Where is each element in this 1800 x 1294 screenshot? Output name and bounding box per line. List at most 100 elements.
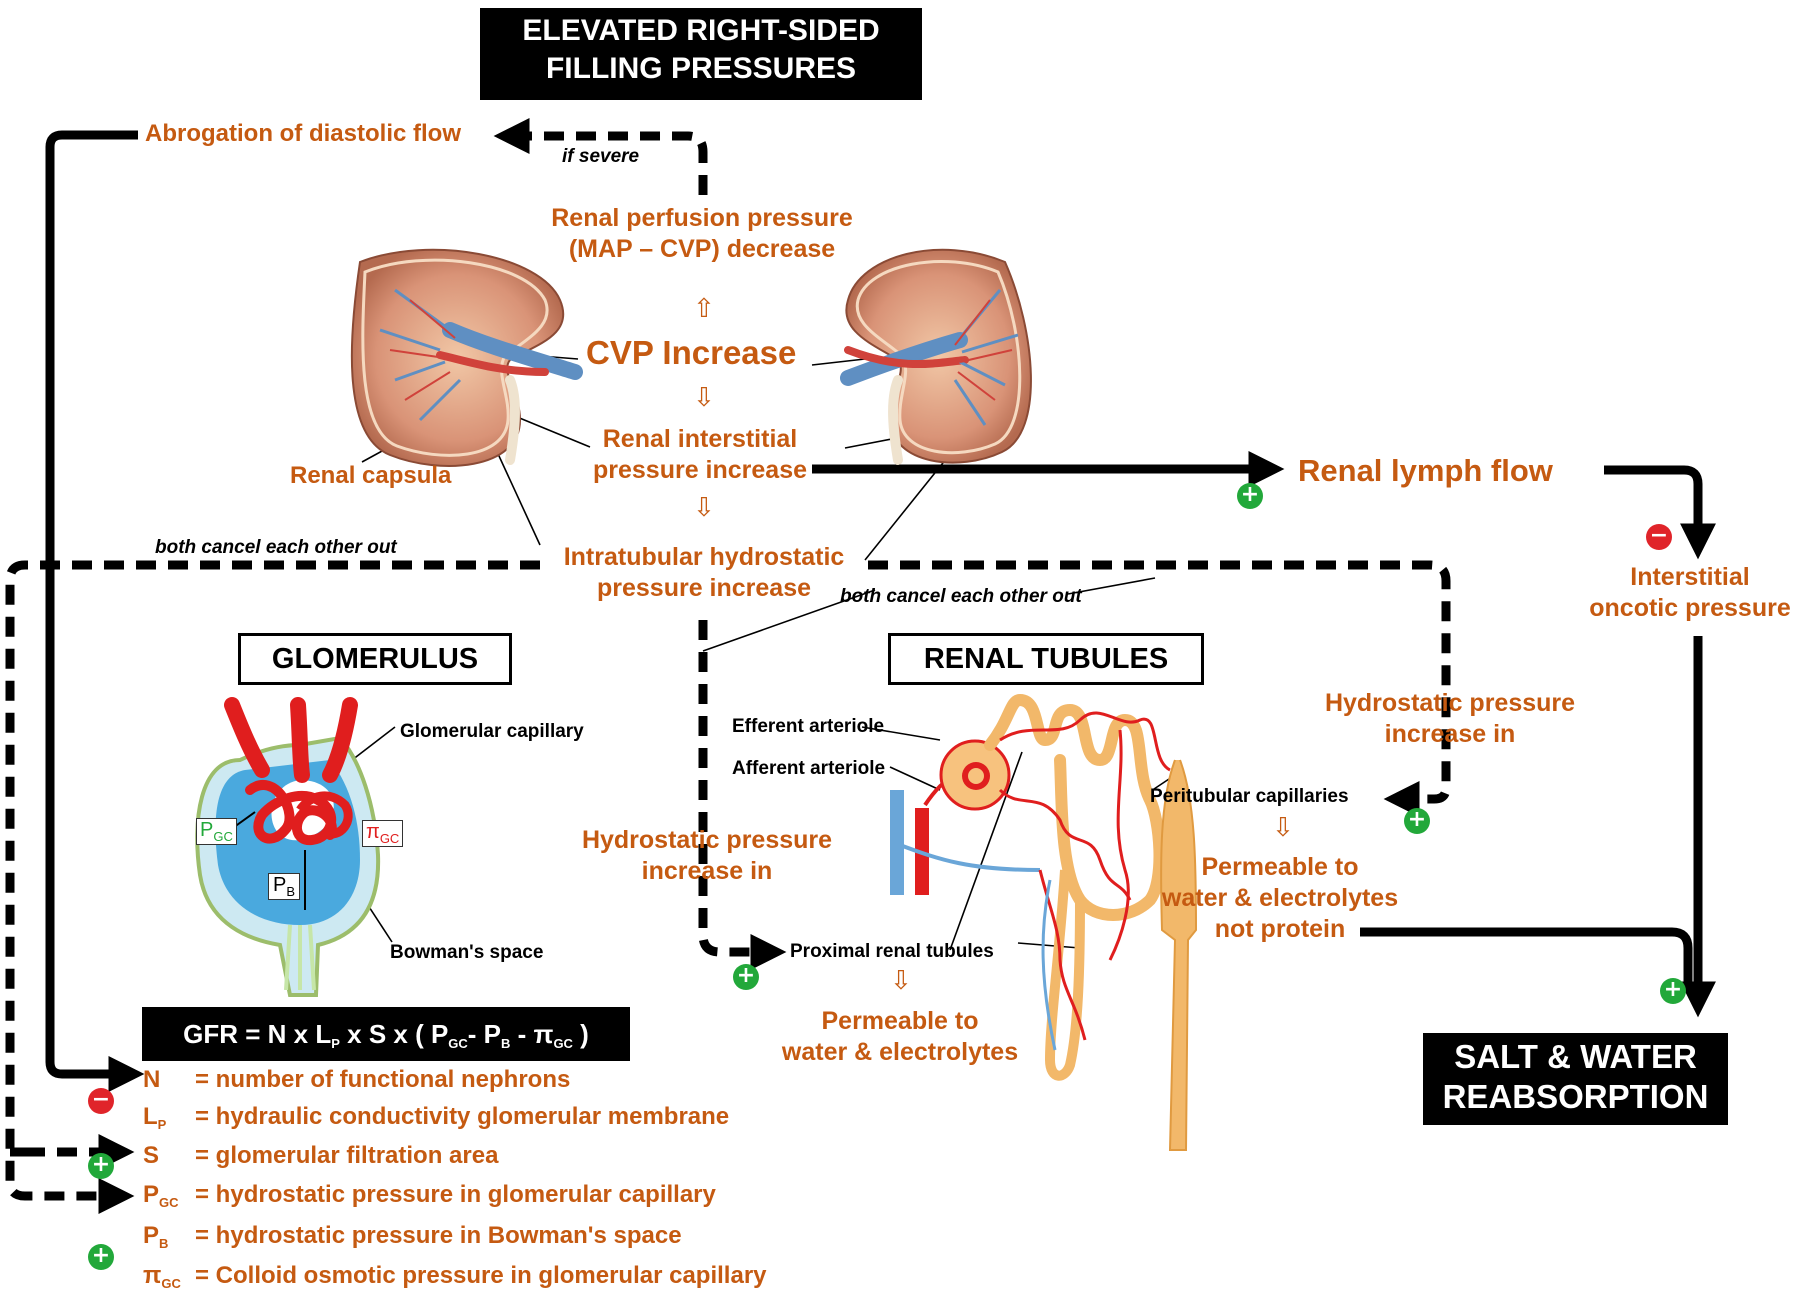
arrow-abrogation-to-n	[45, 130, 145, 1092]
salt-line2: REABSORPTION	[1442, 1078, 1709, 1115]
hydro-right-line1: Hydrostatic pressure	[1324, 689, 1576, 717]
label-p-gc: PGC	[196, 818, 237, 845]
glomerulus-title: GLOMERULUS	[271, 643, 479, 675]
perm-protein-line3: not protein	[1214, 915, 1346, 943]
node-renal-lymph-flow: Renal lymph flow	[1298, 453, 1553, 488]
gfr-part4: - π	[510, 1019, 554, 1049]
node-permeable-water: Permeable to water & electrolytes	[765, 1006, 1035, 1068]
node-intratubular-pressure: Intratubular hydrostatic pressure increa…	[545, 542, 863, 604]
hollow-down-arrow-icon: ⇩	[693, 493, 715, 523]
legend-row-n: N = number of functional nephrons	[143, 1066, 570, 1095]
label-if-severe: if severe	[562, 146, 640, 167]
label-afferent-arteriole: Afferent arteriole	[732, 758, 886, 779]
hydro-mid-line2: increase in	[641, 857, 773, 885]
gfr-sub3: B	[501, 1036, 511, 1051]
legend-def: = glomerular filtration area	[195, 1142, 499, 1169]
label-peritubular-capillaries: Peritubular capillaries	[1150, 786, 1349, 807]
legend-row-pb: PB = hydrostatic pressure in Bowman's spa…	[143, 1222, 682, 1251]
sign-plus-salt: +	[1660, 978, 1686, 1004]
intratubular-line1: Intratubular hydrostatic	[563, 543, 845, 571]
legend-def: = hydraulic conductivity glomerular memb…	[195, 1103, 730, 1130]
gfr-sub4: GC	[553, 1036, 573, 1051]
kidney-right-illustration	[840, 248, 1032, 465]
perm-water-line2: water & electrolytes	[781, 1038, 1019, 1066]
label-p-b: PB	[268, 873, 301, 900]
pi-gc-sub: GC	[379, 831, 400, 846]
node-hydrostatic-mid: Hydrostatic pressure increase in	[557, 825, 857, 887]
node-interstitial-oncotic: Interstitial oncotic pressure	[1585, 562, 1795, 624]
legend-def: = Colloid osmotic pressure in glomerular…	[195, 1262, 767, 1289]
hydro-right-line2: increase in	[1384, 720, 1516, 748]
gfr-part5: )	[572, 1019, 589, 1049]
legend-sub: GC	[161, 1276, 181, 1291]
label-pi-gc: πGC	[362, 820, 404, 847]
glomerulus-illustration	[195, 697, 381, 997]
legend-sym: P	[143, 1181, 160, 1208]
node-hydrostatic-right: Hydrostatic pressure increase in	[1300, 688, 1600, 750]
glomerulus-title-box: GLOMERULUS	[238, 633, 512, 685]
node-abrogation: Abrogation of diastolic flow	[145, 120, 461, 147]
legend-row-s: S = glomerular filtration area	[143, 1142, 498, 1171]
gfr-part3: - P	[467, 1019, 502, 1049]
legend-def: = hydrostatic pressure in Bowman's space	[195, 1222, 682, 1249]
nephron-illustration	[890, 693, 1198, 1151]
box-salt-water: SALT & WATER REABSORPTION	[1423, 1033, 1728, 1125]
label-proximal-tubules: Proximal renal tubules	[790, 941, 994, 962]
legend-sym: N	[143, 1066, 161, 1093]
p-gc-main: P	[200, 819, 214, 841]
hollow-up-arrow-icon: ⇧	[693, 294, 715, 324]
sign-plus-lymph: +	[1237, 483, 1263, 509]
legend-sym: S	[143, 1142, 160, 1169]
sign-plus-pb: +	[88, 1244, 114, 1270]
legend-row-pigc: πGC = Colloid osmotic pressure in glomeru…	[143, 1262, 767, 1291]
legend-sub: GC	[159, 1195, 179, 1210]
sign-minus-n: −	[88, 1088, 114, 1114]
renal-perfusion-line1: Renal perfusion pressure	[551, 204, 853, 232]
node-renal-capsula: Renal capsula	[290, 462, 452, 489]
legend-def: = number of functional nephrons	[195, 1066, 571, 1093]
perm-protein-line1: Permeable to	[1201, 853, 1359, 881]
node-interstitial-pressure: Renal interstitial pressure increase	[575, 424, 825, 486]
p-b-sub: B	[286, 884, 296, 899]
sign-plus-s: +	[88, 1153, 114, 1179]
node-permeable-not-protein: Permeable to water & electrolytes not pr…	[1140, 852, 1420, 945]
label-efferent-arteriole: Efferent arteriole	[732, 716, 885, 737]
node-renal-perfusion: Renal perfusion pressure (MAP – CVP) dec…	[532, 203, 872, 265]
gfr-sub1: P	[331, 1036, 340, 1051]
legend-sub: B	[159, 1236, 169, 1251]
p-b-main: P	[273, 874, 287, 896]
legend-sym: π	[143, 1262, 162, 1289]
arrow-lymph-to-oncotic	[1604, 465, 1716, 560]
sign-plus-peritubular: +	[1404, 808, 1430, 834]
legend-sub: P	[157, 1117, 167, 1132]
label-cancel-left: both cancel each other out	[155, 537, 397, 558]
label-cancel-right: both cancel each other out	[840, 586, 1082, 607]
header-line2: FILLING PRESSURES	[545, 52, 857, 85]
arrow-intratubular-dashed-loops	[5, 560, 1451, 1214]
salt-line1: SALT & WATER	[1454, 1038, 1697, 1075]
legend-sym: L	[143, 1103, 158, 1130]
gfr-sub2: GC	[448, 1036, 468, 1051]
gfr-formula-box: GFR = N x LP x S x ( PGC- PB - πGC )	[142, 1007, 630, 1061]
node-cvp-increase: CVP Increase	[586, 334, 797, 371]
perm-protein-line2: water & electrolytes	[1161, 884, 1399, 912]
perm-water-line1: Permeable to	[821, 1007, 979, 1035]
arrow-perm-to-salt	[1360, 927, 1693, 990]
sign-minus-oncotic: −	[1646, 524, 1672, 550]
hollow-down-arrow-icon: ⇩	[693, 383, 715, 413]
legend-row-lp: LP = hydraulic conductivity glomerular me…	[143, 1103, 729, 1132]
label-glomerular-capillary: Glomerular capillary	[400, 721, 584, 742]
oncotic-line1: Interstitial	[1630, 563, 1750, 591]
legend-row-pgc: PGC= hydrostatic pressure in glomerular …	[143, 1181, 716, 1210]
interstitial-line1: Renal interstitial	[602, 425, 798, 453]
header-line1: ELEVATED RIGHT-SIDED	[522, 14, 880, 47]
hollow-down-arrow-icon: ⇩	[890, 966, 912, 996]
tubules-title-box: RENAL TUBULES	[888, 633, 1204, 685]
hollow-down-arrow-icon: ⇩	[1272, 813, 1294, 843]
legend-sym: P	[143, 1222, 160, 1249]
oncotic-line2: oncotic pressure	[1589, 594, 1791, 622]
arrow-if-severe-dashed	[493, 118, 708, 195]
gfr-part2: x S x ( P	[339, 1019, 449, 1049]
